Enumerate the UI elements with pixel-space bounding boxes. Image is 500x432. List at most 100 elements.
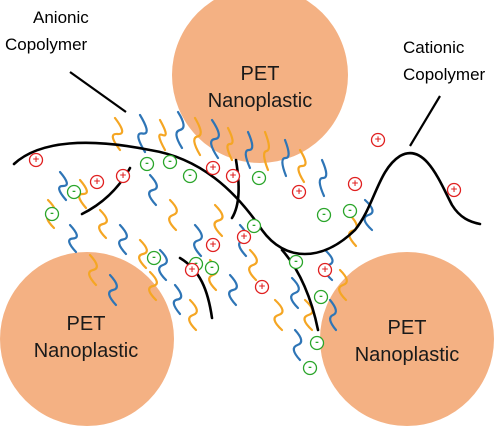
negative-charge-icon-21: - — [288, 254, 304, 270]
orange-side-chain-13 — [78, 178, 88, 210]
blue-side-chain-26 — [290, 276, 300, 310]
backbone-branch-mid-left — [178, 256, 214, 320]
blue-side-chain-7 — [244, 130, 254, 170]
cationic-backbone-main — [12, 141, 482, 256]
labels-layer: Anionic Copolymer Cationic Copolymer PET… — [5, 8, 486, 366]
orange-side-chain-0 — [111, 116, 124, 152]
nanoplastic-bottom-left-line2: Nanoplastic — [34, 340, 139, 362]
cationic-pointer — [409, 95, 441, 147]
orange-side-chain-35 — [88, 253, 98, 287]
orange-side-chain-27 — [303, 298, 314, 332]
orange-side-chain-20 — [148, 270, 158, 302]
positive-charge-icon-29: + — [184, 262, 200, 278]
orange-side-chain-2 — [158, 118, 167, 152]
anionic-label-line1: Anionic — [33, 8, 89, 27]
negative-charge-icon-20: - — [204, 260, 220, 276]
nanoplastic-bottom-left-line1: PET — [67, 313, 106, 335]
blue-side-chain-17 — [118, 223, 128, 256]
cationic-label-line2: Copolymer — [403, 65, 486, 84]
positive-charge-icon-28: + — [446, 182, 462, 198]
svg-text:+: + — [295, 187, 303, 197]
svg-text:+: + — [188, 265, 196, 275]
charges-layer: ++--+---++-+--++-+----++---+++ — [28, 132, 462, 376]
svg-text:-: - — [319, 292, 323, 302]
positive-charge-icon-22: + — [254, 279, 270, 295]
svg-text:-: - — [210, 263, 214, 273]
negative-charge-icon-2: - — [66, 184, 82, 200]
svg-text:-: - — [294, 257, 298, 267]
nanoplastic-bottom-right-circle — [320, 252, 494, 426]
nanoplastic-bottom-right-line2: Nanoplastic — [355, 344, 460, 366]
negative-charge-icon-13: - — [342, 203, 358, 219]
positive-charge-icon-27: + — [370, 132, 386, 148]
svg-text:+: + — [240, 232, 248, 242]
positive-charge-icon-15: + — [236, 229, 252, 245]
positive-charge-icon-1: + — [89, 174, 105, 190]
svg-text:-: - — [145, 159, 149, 169]
nanoplastic-bottom-right-line1: PET — [388, 317, 427, 339]
svg-text:+: + — [209, 163, 217, 173]
negative-charge-icon-3: - — [44, 206, 60, 222]
svg-text:+: + — [321, 265, 329, 275]
orange-side-chain-37 — [213, 203, 224, 238]
negative-charge-icon-26: - — [302, 360, 318, 376]
orange-side-chain-10 — [297, 148, 307, 184]
blue-side-chain-32 — [328, 298, 338, 332]
positive-charge-icon-9: + — [225, 168, 241, 184]
svg-text:-: - — [50, 209, 54, 219]
orange-side-chain-6 — [226, 126, 234, 162]
negative-charge-icon-6: - — [162, 154, 178, 170]
positive-charge-icon-8: + — [205, 160, 221, 176]
blue-side-chain-19 — [158, 248, 168, 282]
svg-text:+: + — [450, 185, 458, 195]
svg-text:-: - — [257, 173, 261, 183]
blue-side-chain-5 — [210, 118, 220, 160]
orange-side-chain-22 — [188, 298, 198, 332]
svg-text:+: + — [32, 155, 40, 165]
positive-charge-icon-0: + — [28, 152, 44, 168]
svg-text:-: - — [152, 253, 156, 263]
svg-text:-: - — [72, 187, 76, 197]
negative-charge-icon-16: - — [246, 218, 262, 234]
svg-text:+: + — [351, 179, 359, 189]
side-chains-layer — [46, 110, 374, 362]
svg-text:-: - — [308, 363, 312, 373]
anionic-pointer — [69, 71, 127, 113]
blue-side-chain-9 — [281, 138, 290, 178]
particles-layer — [0, 0, 494, 426]
backbone-branch-lower — [280, 248, 320, 332]
blue-side-chain-31 — [363, 198, 374, 232]
negative-charge-icon-18: - — [146, 250, 162, 266]
positive-charge-icon-23: + — [317, 262, 333, 278]
blue-side-chain-3 — [175, 110, 185, 150]
blue-side-chain-40 — [193, 223, 203, 258]
svg-text:+: + — [93, 177, 101, 187]
blue-side-chain-15 — [68, 223, 78, 254]
positive-charge-icon-17: + — [205, 237, 221, 253]
blue-side-chain-21 — [172, 283, 183, 316]
anionic-label-line2: Copolymer — [5, 35, 88, 54]
negative-charge-icon-24: - — [313, 289, 329, 305]
blue-side-chain-24 — [228, 273, 238, 307]
orange-side-chain-16 — [98, 208, 108, 240]
positive-charge-icon-14: + — [347, 176, 363, 192]
cationic-label-line1: Cationic — [403, 38, 465, 57]
svg-text:-: - — [315, 338, 319, 348]
negative-charge-icon-7: - — [182, 168, 198, 184]
label-pointers — [69, 71, 441, 147]
svg-text:-: - — [194, 259, 198, 269]
blue-side-chain-12 — [58, 170, 68, 202]
orange-side-chain-25 — [248, 248, 258, 282]
nanoplastic-bottom-left-circle — [0, 252, 174, 426]
svg-text:+: + — [374, 135, 382, 145]
svg-text:-: - — [348, 206, 352, 216]
orange-side-chain-39 — [168, 198, 178, 232]
svg-text:+: + — [229, 171, 237, 181]
svg-text:+: + — [119, 171, 127, 181]
negative-charge-icon-12: - — [316, 207, 332, 223]
blue-side-chain-36 — [108, 273, 118, 307]
orange-side-chain-4 — [193, 116, 202, 157]
positive-charge-icon-11: + — [291, 184, 307, 200]
svg-text:-: - — [188, 171, 192, 181]
